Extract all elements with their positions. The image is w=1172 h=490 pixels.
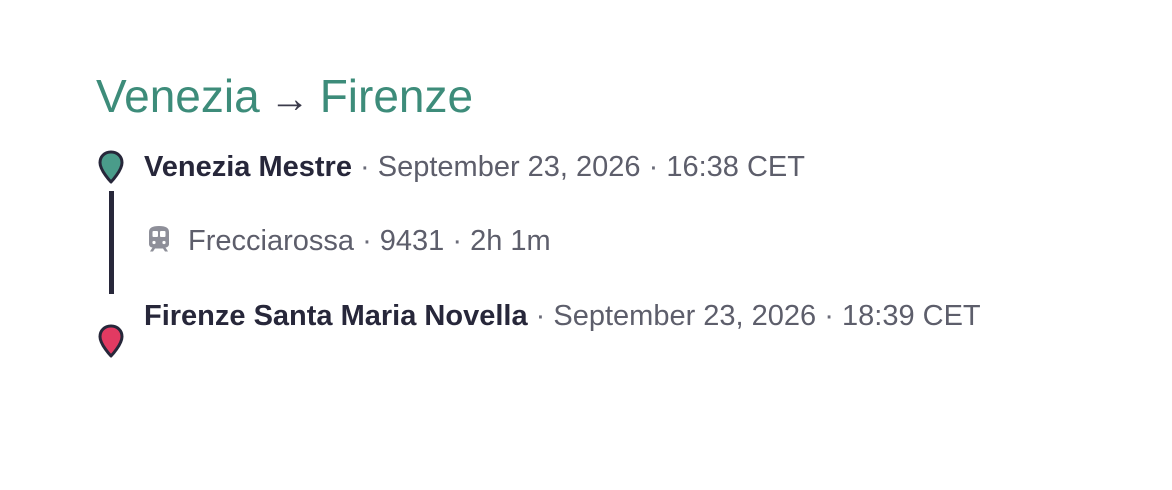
train-icon <box>149 226 169 252</box>
train-leg: Frecciarossa · 9431 · 2h 1m <box>144 218 551 264</box>
destination-date: September 23, 2026 <box>553 300 817 332</box>
separator: · <box>648 151 659 183</box>
destination-stop: Firenze Santa Maria Novella · September … <box>144 293 994 339</box>
destination-map-pin-icon <box>98 324 124 358</box>
train-operator: Frecciarossa <box>188 225 354 257</box>
separator: · <box>824 300 834 332</box>
origin-date: September 23, 2026 <box>377 151 641 183</box>
destination-time: 18:39 CET <box>842 300 981 332</box>
origin-time: 16:38 CET <box>666 151 805 183</box>
route-origin-city: Venezia <box>96 70 260 122</box>
train-number: 9431 <box>379 225 445 257</box>
destination-station-name: Firenze Santa Maria Novella <box>144 300 528 332</box>
route-title: Venezia→Firenze <box>96 68 473 127</box>
separator: · <box>535 300 546 332</box>
separator: · <box>360 151 370 183</box>
separator: · <box>362 225 372 257</box>
origin-stop: Venezia Mestre · September 23, 2026 · 16… <box>144 144 1044 190</box>
origin-station-name: Venezia Mestre <box>144 151 352 183</box>
arrow-right-icon: → <box>269 77 310 121</box>
route-destination-city: Firenze <box>319 70 474 122</box>
origin-map-pin-icon <box>98 150 124 184</box>
separator: · <box>452 225 463 257</box>
timeline-connector <box>109 191 114 294</box>
trip-duration: 2h 1m <box>470 225 551 257</box>
